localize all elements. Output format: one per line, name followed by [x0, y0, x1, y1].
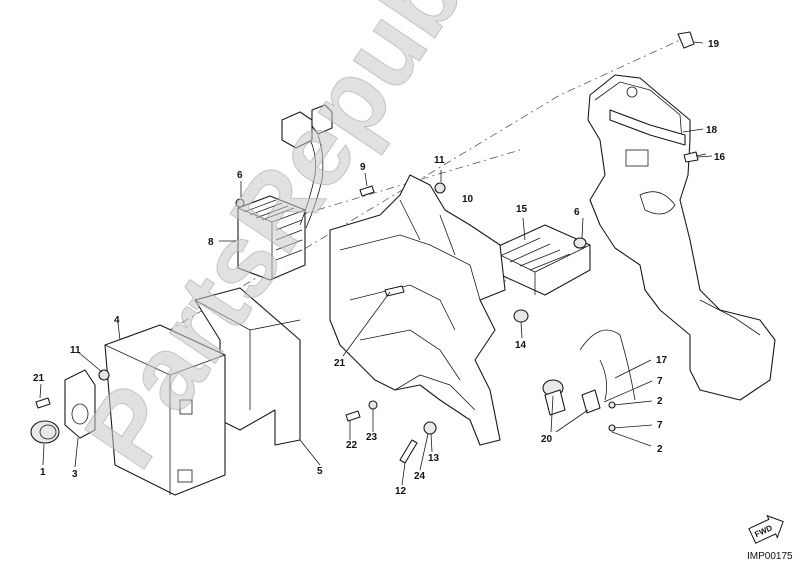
- battery: [489, 224, 591, 296]
- callout-18: 18: [706, 125, 718, 136]
- callout-9: 9: [360, 162, 366, 173]
- callout-14: 14: [515, 340, 527, 351]
- screw: [683, 151, 707, 163]
- callout-6-right: 6: [574, 207, 580, 218]
- callout-21-center: 21: [334, 358, 346, 369]
- callout-4: 4: [114, 315, 120, 326]
- diagram-code: IMP00175: [747, 551, 793, 562]
- callout-24: 24: [414, 471, 426, 482]
- callout-6-left: 6: [237, 170, 243, 181]
- callout-17: 17: [656, 355, 668, 366]
- fuse-box: [104, 324, 226, 496]
- callout-1: 1: [40, 467, 46, 478]
- assembly-axis: [119, 39, 681, 361]
- callout-21-left: 21: [33, 373, 45, 384]
- rubber-pad: [513, 309, 529, 323]
- callout-11-top: 11: [434, 155, 445, 166]
- mount-bracket: [64, 369, 96, 439]
- callout-7-top: 7: [657, 376, 663, 387]
- callout-20: 20: [541, 434, 553, 445]
- callout-12: 12: [395, 486, 407, 497]
- voltage-regulator: [237, 104, 333, 281]
- callout-2-bottom: 2: [657, 444, 663, 455]
- battery-holder: [329, 174, 506, 446]
- callouts: 19 18 16 15 6 11 10 9 6 8 4 11 21 21 1 3…: [33, 39, 726, 497]
- callout-5: 5: [317, 466, 323, 477]
- callout-19: 19: [708, 39, 720, 50]
- callout-11-left: 11: [70, 345, 81, 356]
- callout-2-top: 2: [657, 396, 663, 407]
- callout-10: 10: [462, 194, 474, 205]
- callout-3: 3: [72, 469, 78, 480]
- clip: [677, 31, 695, 49]
- callout-8: 8: [208, 237, 214, 248]
- harness: [542, 329, 636, 432]
- callout-13: 13: [428, 453, 440, 464]
- rear-bracket: [587, 74, 776, 401]
- rubber-cap: [30, 420, 60, 444]
- fwd-arrow-icon: FWD: [748, 514, 784, 544]
- leader-lines: [39, 41, 713, 486]
- rubber-pad: [573, 237, 587, 249]
- callout-15: 15: [516, 204, 528, 215]
- callout-16: 16: [714, 152, 726, 163]
- callout-22: 22: [346, 440, 358, 451]
- callout-7-bottom: 7: [657, 420, 663, 431]
- callout-23: 23: [366, 432, 378, 443]
